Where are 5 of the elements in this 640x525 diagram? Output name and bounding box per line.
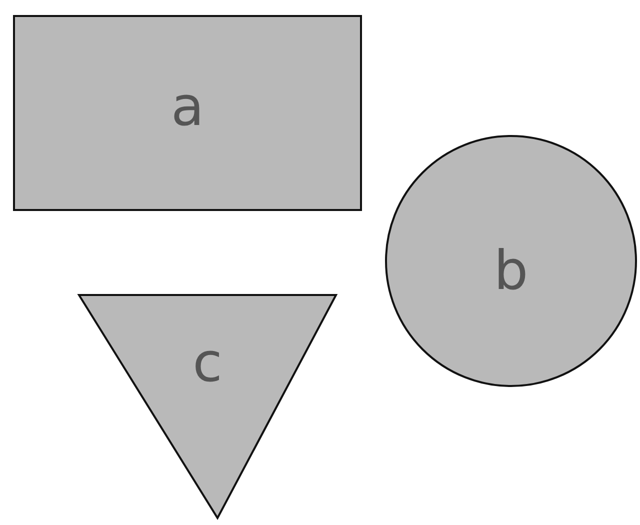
triangle-shape [78,294,337,519]
rectangle-shape [13,15,362,211]
shape-label: c [192,336,222,390]
shape-label: a [170,80,204,134]
shape-label: b [494,244,528,298]
